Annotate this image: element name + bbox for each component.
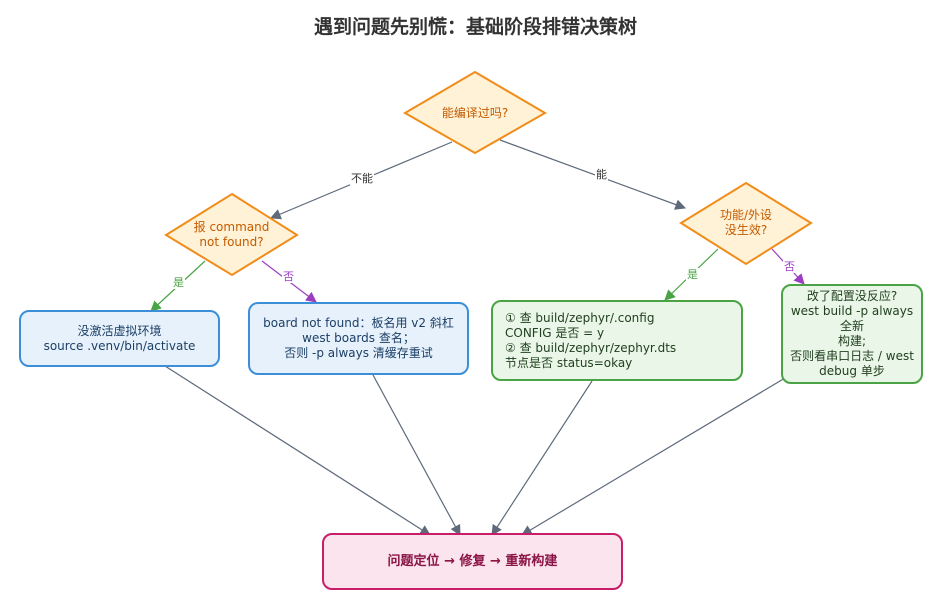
action-config-line: 节点是否 status=okay — [505, 355, 633, 370]
action-board-line: west boards 查名； — [302, 331, 415, 345]
action-noresp-line: 改了配置没反应? — [806, 289, 898, 303]
action-board: board not found：板名用 v2 斜杠 west boards 查名… — [248, 302, 469, 375]
edge-label-can: 能 — [595, 168, 608, 181]
decision-feature-line: 没生效? — [724, 223, 768, 237]
edge-noresp-to-result — [521, 377, 786, 536]
edge-label-no-right: 否 — [783, 260, 796, 273]
decision-root-line: 能编译过吗? — [441, 105, 509, 120]
page-title: 遇到问题先别慌：基础阶段排错决策树 — [313, 16, 637, 38]
result-text: 问题定位 → 修复 → 重新构建 — [387, 554, 558, 569]
action-no-response: 改了配置没反应? west build -p always 全新 构建; 否则看… — [781, 284, 923, 384]
action-board-line: 否则 -p always 清缓存重试 — [284, 346, 433, 360]
action-noresp-line: 否则看串口日志 / west — [790, 349, 914, 363]
action-config-line: ② 查 build/zephyr/zephyr.dts — [505, 340, 677, 355]
action-check-config: ① 查 build/zephyr/.config CONFIG 是否 = y ②… — [491, 300, 743, 381]
decision-feature-shape — [679, 181, 813, 266]
edge-root-to-feature — [499, 139, 687, 210]
decision-root: 能编译过吗? — [405, 93, 545, 133]
decision-feature-effective: 功能/外设 没生效? — [681, 203, 811, 243]
action-venv: 没激活虚拟环境 source .venv/bin/activate — [19, 310, 220, 367]
decision-feature-line: 功能/外设 — [719, 208, 773, 222]
edge-config-to-result — [491, 380, 593, 536]
action-venv-line: source .venv/bin/activate — [43, 338, 196, 353]
action-noresp-line: west build -p always 全新 — [790, 304, 914, 333]
action-noresp-line: debug 单步 — [819, 364, 885, 378]
edge-venv-to-result — [164, 365, 431, 536]
decision-root-shape — [403, 70, 547, 155]
action-board-line: board not found：板名用 v2 斜杠 — [263, 316, 454, 330]
edge-label-yes-left: 是 — [172, 276, 185, 289]
edge-board-to-result — [372, 374, 461, 536]
action-config-line: CONFIG 是否 = y — [505, 325, 605, 340]
decision-cmd-line: not found? — [199, 235, 264, 249]
action-venv-line: 没激活虚拟环境 — [77, 323, 162, 338]
action-config-line: ① 查 build/zephyr/.config — [505, 310, 655, 325]
result-node: 问题定位 → 修复 → 重新构建 — [322, 533, 623, 590]
edge-label-yes-right: 是 — [686, 268, 699, 281]
decision-cmd-shape — [164, 192, 299, 277]
edge-label-no-left: 否 — [282, 270, 295, 283]
decision-cmd-line: 报 command — [193, 220, 270, 234]
action-noresp-line: 构建; — [837, 334, 867, 348]
decision-cmd-not-found: 报 command not found? — [166, 215, 297, 255]
edge-label-cannot: 不能 — [350, 172, 374, 185]
